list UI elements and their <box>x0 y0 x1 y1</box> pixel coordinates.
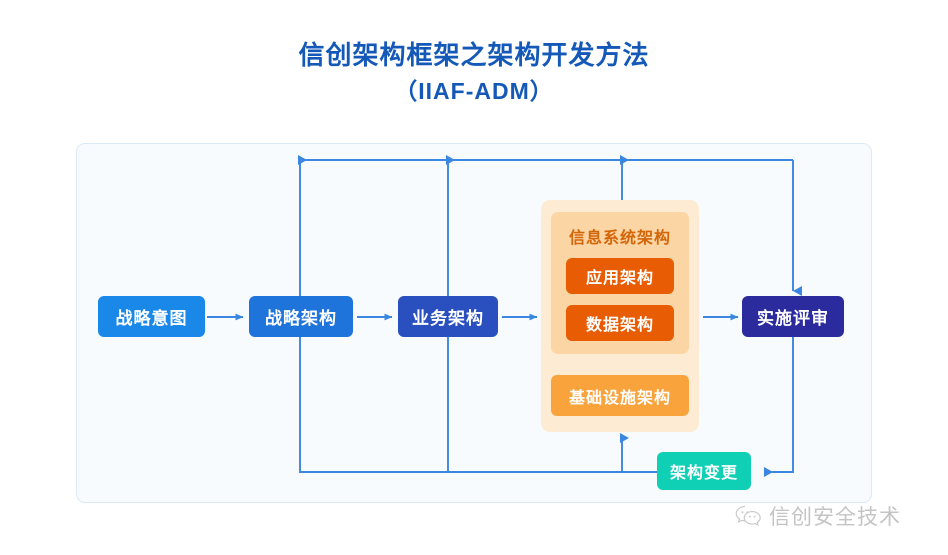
node-arch-change[interactable]: 架构变更 <box>657 452 751 490</box>
page-title-line-1: 信创架构框架之架构开发方法 <box>298 40 650 70</box>
node-implementation-review[interactable]: 实施评审 <box>742 296 844 337</box>
page-title: 信创架构框架之架构开发方法 （IIAF-ADM） <box>0 38 948 107</box>
wechat-icon <box>735 505 761 526</box>
node-strategy-intent[interactable]: 战略意图 <box>98 296 205 337</box>
node-business-arch[interactable]: 业务架构 <box>398 296 498 337</box>
watermark: 信创安全技术 <box>735 501 901 531</box>
page-title-line-2: （IIAF-ADM） <box>394 78 554 104</box>
node-application-arch[interactable]: 应用架构 <box>566 258 674 294</box>
watermark-text: 信创安全技术 <box>769 506 901 529</box>
node-strategy-arch[interactable]: 战略架构 <box>249 296 353 337</box>
information-system-arch-label: 信息系统架构 <box>568 230 671 247</box>
node-data-arch[interactable]: 数据架构 <box>566 305 674 341</box>
node-infrastructure-arch[interactable]: 基础设施架构 <box>551 375 689 416</box>
